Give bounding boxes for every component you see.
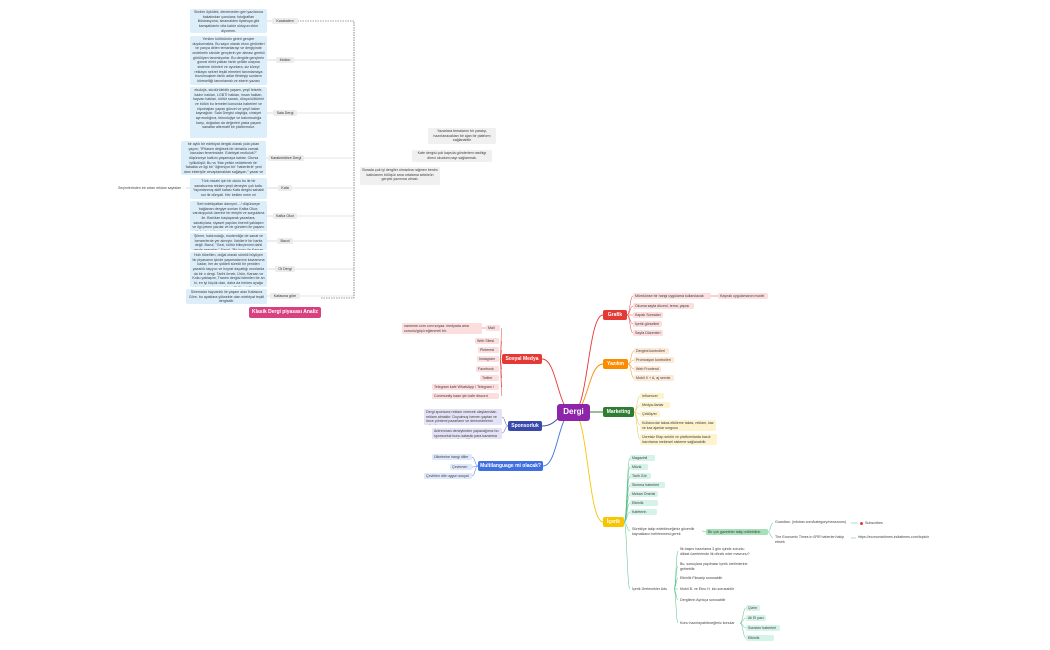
icerik-item[interactable]: Kafeterin Esler — [630, 509, 657, 515]
grafik-item[interactable]: Okuma sayfa düzeni, tema, yapısı — [633, 303, 694, 309]
link-icerik-item — [623, 493, 631, 523]
grafik-sub[interactable]: Kaynak uygulamanın model — [718, 293, 768, 299]
analiz-label[interactable]: Kafasına göre — [270, 293, 300, 299]
multi-item[interactable]: Çevirilen dile uygun sosyal medya — [424, 473, 472, 479]
icerik-item[interactable]: Tarih Gör — [630, 473, 651, 479]
icerik-item[interactable]: Sinema haberleri — [630, 482, 665, 488]
branch-multilanguage[interactable]: Multilanguage mi olacak? — [478, 461, 543, 471]
icerik-item[interactable]: Müzik — [630, 464, 648, 470]
floating-note[interactable]: Burada çok iyi dergiler olmadına rağmen … — [360, 167, 440, 185]
branch-icerik[interactable]: İçerik — [603, 517, 624, 527]
icerik-item[interactable]: Mekan Önerisi — [630, 491, 658, 497]
analiz-label[interactable]: Sala Dergi — [273, 110, 297, 116]
icerik-source-note[interactable]: Subscribes — [858, 520, 898, 526]
icerik-sub-ads[interactable]: İçerik Üretecekler Ads — [632, 587, 667, 591]
sosyal-item[interactable]: Twitter — [480, 375, 499, 381]
grafik-item[interactable]: Mümkünse bir hangi uygulama kullanılacak — [633, 293, 711, 299]
icerik-ads-item[interactable]: İlk başını hazırlama 3 gün içinde zorunl… — [680, 547, 750, 556]
link-root-grafik — [572, 314, 604, 413]
marketing-item[interactable]: Ücretsiz Etap sektör ve platformlarda ba… — [640, 434, 717, 445]
icerik-ads-item[interactable]: Mobil B. ve Etnu H. ido sorusabilir — [680, 587, 734, 591]
analiz-label[interactable]: Karakalem — [272, 18, 298, 24]
yazilim-item[interactable]: Mobil X + A, aj servisi — [634, 375, 674, 381]
root-node[interactable]: Dergi — [557, 404, 590, 421]
analiz-label[interactable]: Karakmidrize Dergi — [268, 155, 304, 161]
sponsor-item[interactable]: Dergi sponsora reklam verecek olaylarınd… — [424, 409, 502, 425]
analiz-note[interactable]: Seçimlerinden bir artan reklam sayfaları — [118, 186, 182, 190]
sosyal-item[interactable]: Facebook — [476, 366, 499, 372]
grafik-item[interactable]: Kapak Sonraları — [633, 312, 663, 318]
sosyal-note[interactable]: nameme.com com soyaa. medyada ama zorunl… — [402, 323, 482, 334]
icerik-source-note-text: Subscribes — [865, 521, 883, 525]
icerik-ads-item[interactable]: Dergilerin Ayrıkça sorusabilir — [680, 598, 726, 602]
sosyal-item[interactable]: Mail — [486, 325, 500, 331]
analiz-desc[interactable]: Sinden öykülek, denemeden geri yazıların… — [190, 9, 267, 33]
icerik-topic-item[interactable]: Etkinlik Şahvini — [746, 635, 774, 641]
icerik-ads-item[interactable]: Bu, sonuçlara yapılması içerik üretimler… — [680, 562, 748, 571]
grafik-item[interactable]: İçerik görselleri — [633, 321, 662, 327]
marketing-item[interactable]: Medya-ilanlar — [640, 402, 670, 408]
floating-note[interactable]: Kafe dergisi çok kapsıla gönderlem rasth… — [412, 150, 492, 162]
analiz-desc[interactable]: Türk mizahi için bir okulu bu ile bir sa… — [190, 178, 267, 199]
icerik-item[interactable]: Etkinlik Şahvim — [630, 500, 658, 506]
yazilim-item[interactable]: Dergimi kontrolleri — [634, 348, 669, 354]
marketing-item[interactable]: Influencer — [640, 393, 664, 399]
icerik-sub-sources[interactable]: Sürekliye takip edebileceğimiz güvenilir… — [632, 527, 695, 536]
icerik-ads-item[interactable]: Etkinlik Fiksarip sorusabilir — [680, 576, 723, 580]
analiz-desc[interactable]: Sert edebiyattan danışmi... / düşünceye … — [190, 201, 267, 231]
sosyal-item[interactable]: Community kaan için kafe discord — [432, 393, 499, 399]
sosyal-item[interactable]: Pinterest — [478, 347, 499, 353]
sosyal-item[interactable]: Web Sitesi — [475, 338, 499, 344]
icerik-topic-item[interactable]: Sonsten haberleri — [746, 625, 780, 631]
analiz-label[interactable]: Motion — [276, 57, 294, 63]
analysis-title[interactable]: Klasik Dergi piyasası Analiz — [249, 307, 321, 318]
yazilim-item[interactable]: Web Frontend — [634, 366, 661, 372]
link-sosyal-item — [499, 358, 503, 397]
analiz-label[interactable]: Ot Dergi — [275, 266, 295, 272]
icerik-topic-item[interactable]: Çizim — [746, 605, 760, 611]
icerik-sub-topics[interactable]: Konu hazırlayabileceğimiz konular — [680, 621, 735, 625]
icerik-topic-item[interactable]: Ali El yazı — [746, 615, 766, 621]
multi-item[interactable]: Ülkelerine hangi diller — [432, 454, 472, 460]
analiz-desc[interactable]: Şiirme, hakkındağı, modernliğe de sanat … — [190, 233, 267, 250]
branch-yazilim[interactable]: Yazılım — [603, 359, 628, 369]
marketing-item[interactable]: Kullanıcılar takas etkileme takas, rekla… — [640, 420, 716, 431]
record-icon — [860, 521, 863, 525]
grafik-item[interactable]: Sayfa Düzenleri — [633, 330, 663, 336]
link-root-icerik — [572, 411, 604, 523]
branch-sponsorluk[interactable]: Sponsorluk — [508, 421, 542, 431]
analiz-label[interactable]: Bavul — [277, 238, 293, 244]
yazilim-item[interactable]: Promosyon kontrolleri — [634, 357, 674, 363]
analiz-bracket — [298, 20, 355, 299]
sponsor-item[interactable]: Antrenman deneyimden yapacağımız bu spon… — [432, 428, 502, 439]
floating-note[interactable]: Yazarlara temalarını bir yaratıp, hazırl… — [428, 128, 496, 144]
branch-marketing[interactable]: Marketing — [603, 407, 634, 417]
analiz-label[interactable]: Kafa — [278, 185, 292, 191]
icerik-item[interactable]: Magazinli — [630, 455, 655, 461]
link-icerik-ads — [673, 588, 679, 624]
icerik-source-leaf[interactable]: Guardian, (infotrax.com/kategory/newsroo… — [775, 520, 847, 524]
analiz-desc[interactable]: Hızlı tüketilen, doğal olarak sürekli bü… — [190, 252, 267, 287]
analiz-label[interactable]: Kafka Okur — [273, 213, 297, 219]
sosyal-item[interactable]: Instagram — [477, 356, 499, 362]
icerik-source-leaf[interactable]: The Economic Times in £RR haberleri taki… — [775, 535, 845, 543]
analiz-desc[interactable]: bir aylık bir edebiyat dergisi olarak yo… — [181, 141, 266, 175]
analiz-desc[interactable]: ekolojis, sürdürülebilir yaşam, yeşil fe… — [190, 87, 267, 138]
icerik-sub-newspapers[interactable]: Bir çok gazeteler takip edilebilinir. — [706, 529, 768, 535]
multi-item[interactable]: Çevirmen — [450, 464, 472, 470]
icerik-source-note[interactable]: https://economictimes.indiatimes.com/top… — [858, 535, 930, 539]
marketing-item[interactable]: Çekiliş/er — [640, 411, 660, 417]
analiz-desc[interactable]: Sinemalar hayvanlık ile yaşam alan Kafas… — [186, 289, 267, 304]
analiz-desc[interactable]: Yenilen kültürünün geleri gençler duydur… — [190, 36, 267, 85]
branch-grafik[interactable]: Grafik — [603, 310, 627, 320]
branch-sosyal-medya[interactable]: Sosyal Medya — [502, 354, 542, 364]
sosyal-item[interactable]: Telegram kafe WhatsApp / Telegram / — [432, 384, 499, 390]
